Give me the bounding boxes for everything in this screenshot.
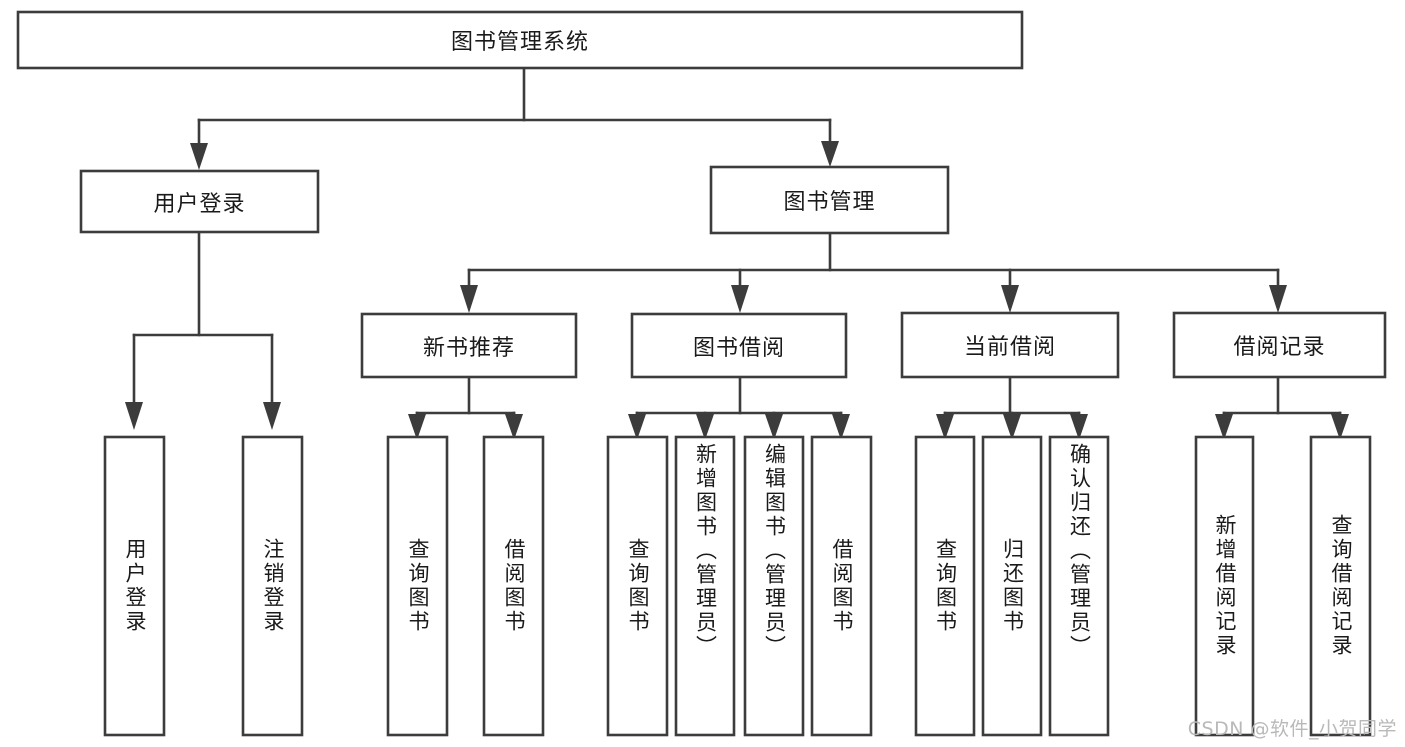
leaf-box-borrow-record-0[interactable]	[1194, 435, 1255, 737]
leaf-box-book-borrow-3[interactable]	[810, 435, 873, 737]
connector-book-manage-to-level3	[467, 231, 1280, 290]
leaf-box-current-borrow-0[interactable]	[914, 435, 976, 737]
leaf-box-new-book-rec-0[interactable]	[386, 435, 449, 737]
node-book-manage[interactable]	[709, 165, 950, 235]
node-book-borrow[interactable]	[630, 312, 848, 379]
node-user-login[interactable]	[79, 169, 320, 234]
leaf-box-book-borrow-0[interactable]	[606, 435, 669, 737]
arrow-to-leaf-logout	[263, 402, 281, 430]
connector-new-book-rec-to-leaves	[408, 375, 523, 440]
connector-borrow-record-to-leaves	[1215, 375, 1349, 440]
connector-user-login-to-leaves	[132, 230, 274, 407]
node-root[interactable]	[16, 10, 1024, 70]
leaf-box-user-login-0[interactable]	[103, 435, 166, 737]
arrow-to-current-borrow	[1001, 285, 1019, 313]
leaf-box-user-login-1[interactable]	[241, 435, 304, 737]
node-current-borrow[interactable]	[900, 311, 1120, 379]
leaf-box-book-borrow-2[interactable]	[743, 435, 805, 737]
leaf-box-current-borrow-1[interactable]	[981, 435, 1043, 737]
leaf-box-current-borrow-2[interactable]	[1048, 435, 1110, 737]
node-borrow-record[interactable]	[1172, 311, 1387, 379]
leaf-box-book-borrow-1[interactable]	[674, 435, 736, 737]
connector-current-borrow-to-leaves	[936, 375, 1088, 440]
leaf-box-borrow-record-1[interactable]	[1309, 435, 1372, 737]
arrow-to-borrow-record	[1269, 285, 1287, 313]
connector-book-borrow-to-leaves	[628, 375, 850, 440]
connector-root-to-level2	[197, 66, 832, 150]
leaf-box-new-book-rec-1[interactable]	[482, 435, 545, 737]
arrow-to-leaf-user-login	[125, 402, 143, 430]
arrow-to-user-login	[190, 143, 208, 170]
arrow-to-book-manage	[821, 141, 839, 167]
arrow-to-book-borrow	[731, 285, 749, 313]
arrow-to-new-book-rec	[460, 285, 478, 313]
node-new-book-rec[interactable]	[360, 312, 578, 379]
